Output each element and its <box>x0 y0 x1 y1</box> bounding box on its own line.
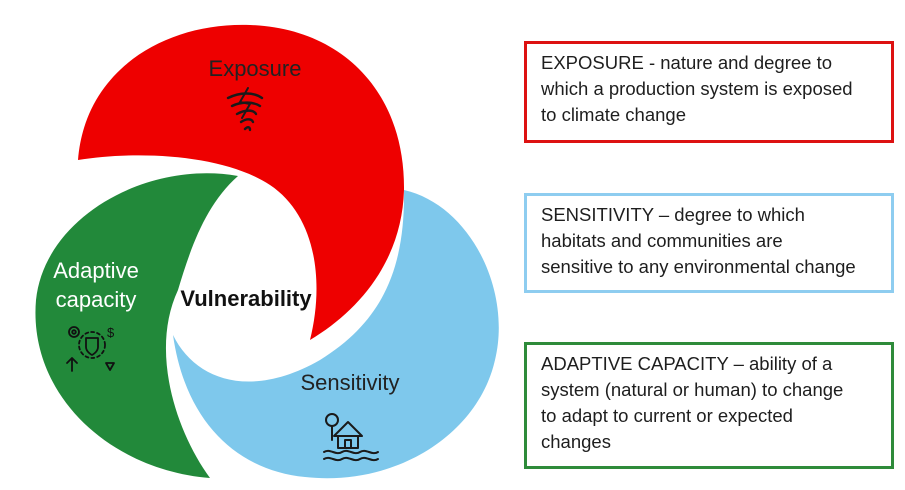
svg-text:$: $ <box>107 325 115 340</box>
definition-line: which a production system is exposed <box>541 78 853 99</box>
tornado-icon <box>226 87 264 132</box>
exposure-definition-box: EXPOSURE - nature and degree to which a … <box>524 41 894 143</box>
exposure-label: Exposure <box>209 56 302 81</box>
definition-line: habitats and communities are <box>541 230 783 251</box>
definition-line: ADAPTIVE CAPACITY – ability of a <box>541 353 833 374</box>
definition-line: to adapt to current or expected <box>541 405 793 426</box>
definition-line: sensitive to any environmental change <box>541 256 856 277</box>
sensitivity-crescent <box>173 190 499 479</box>
adaptive-capacity-label-line1: Adaptive <box>53 258 139 283</box>
vulnerability-diagram: $ Exposure Adaptive capacity Vulnerabili… <box>35 24 499 479</box>
definition-line: changes <box>541 431 611 452</box>
adaptive-capacity-crescent <box>35 173 238 478</box>
adaptation-shield-icon: $ <box>66 325 115 372</box>
vulnerability-label: Vulnerability <box>180 286 312 311</box>
definition-line: SENSITIVITY – degree to which <box>541 204 805 225</box>
sensitivity-definition-box: SENSITIVITY – degree to which habitats a… <box>524 193 894 293</box>
exposure-crescent <box>78 24 405 340</box>
sensitivity-label: Sensitivity <box>300 370 399 395</box>
adaptive-capacity-label-line2: capacity <box>56 287 137 312</box>
adaptive-capacity-definition-box: ADAPTIVE CAPACITY – ability of a system … <box>524 342 894 469</box>
flooded-house-icon <box>323 413 379 462</box>
definition-line: to climate change <box>541 104 687 125</box>
definition-line: EXPOSURE - nature and degree to <box>541 52 833 73</box>
definition-line: system (natural or human) to change <box>541 379 844 400</box>
